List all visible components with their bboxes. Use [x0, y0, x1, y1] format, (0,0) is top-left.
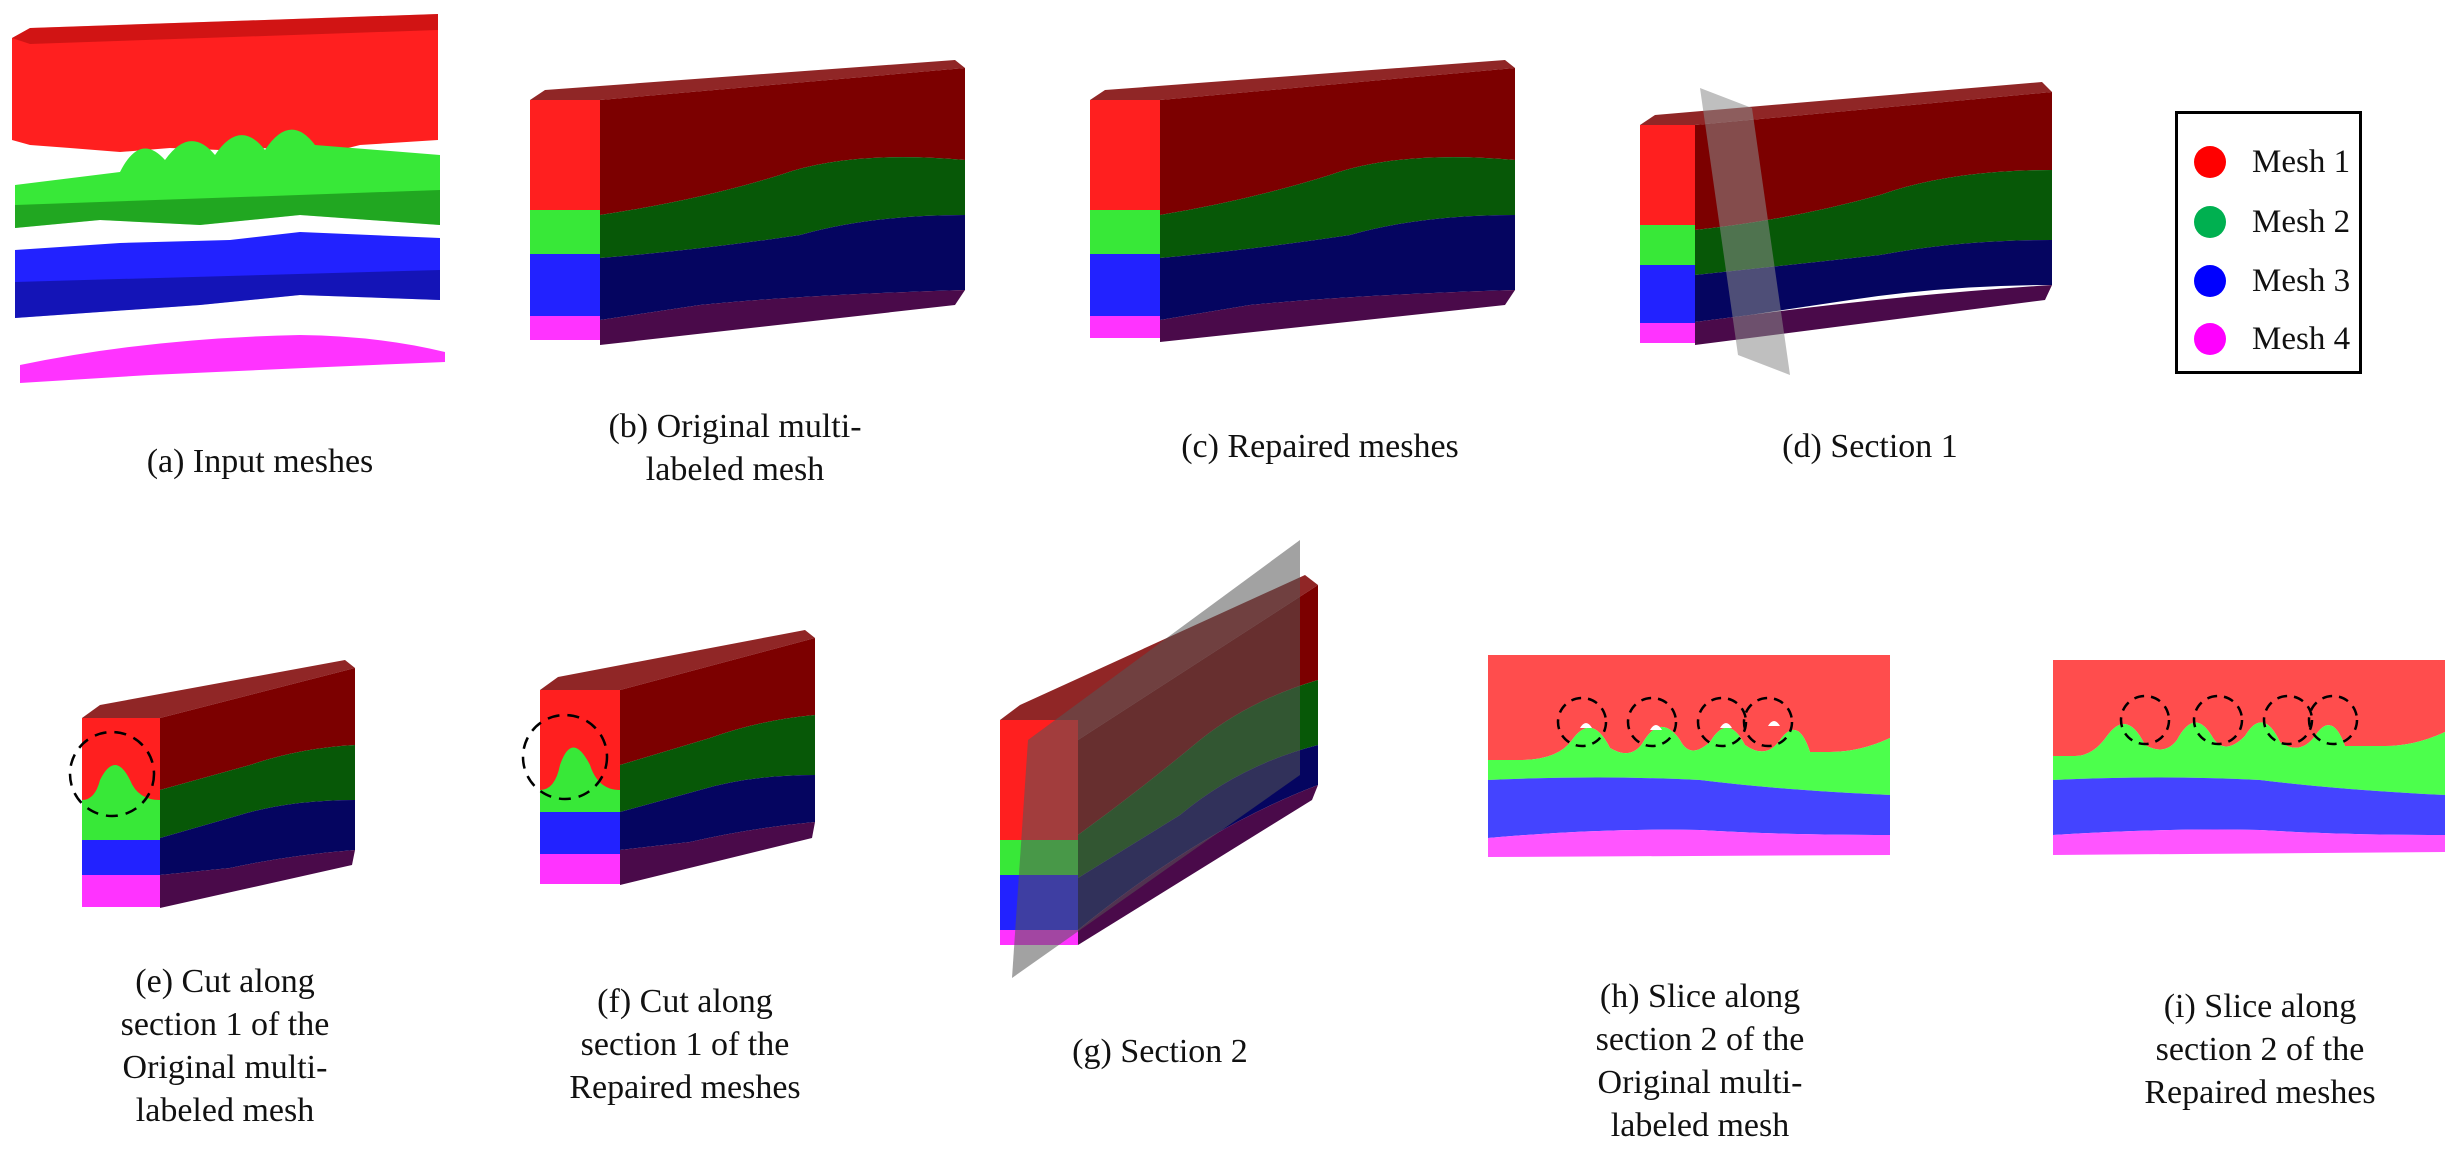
- panel-e-cut-original: [68, 660, 355, 908]
- caption-d: (d) Section 1: [1782, 428, 1958, 465]
- mesh2-front: [530, 210, 600, 254]
- legend-item-mesh-3: Mesh 3: [2194, 261, 2350, 301]
- legend-swatch: [2194, 206, 2226, 238]
- mesh2-slab-shade: [15, 190, 440, 228]
- caption-e: (e) Cut along section 1 of the Original …: [120, 963, 330, 1129]
- slice-mesh1: [1488, 655, 1890, 760]
- legend-swatch: [2194, 323, 2226, 355]
- panel-h-slice-original: [1488, 655, 1890, 857]
- caption-f: (f) Cut along section 1 of the Repaired …: [569, 983, 801, 1106]
- legend-label: Mesh 1: [2252, 143, 2351, 180]
- panel-a-input-meshes: [12, 14, 445, 383]
- panel-b-original-mesh: [530, 60, 965, 345]
- section-plane-2: [1012, 540, 1300, 978]
- defect-circle: [68, 730, 156, 818]
- defect-gaps: [1580, 721, 1780, 730]
- panel-i-slice-repaired: [2053, 660, 2445, 855]
- panel-f-cut-repaired: [521, 630, 815, 885]
- legend-item-mesh-4: Mesh 4: [2194, 319, 2350, 359]
- slice-mesh3: [1488, 777, 1890, 838]
- repair-circle: [521, 713, 609, 801]
- mesh3-slab: [15, 232, 440, 318]
- caption-g: (g) Section 2: [1072, 1033, 1248, 1070]
- mesh1-front: [530, 100, 600, 210]
- caption-a: (a) Input meshes: [146, 443, 374, 480]
- mesh1-slab: [12, 14, 438, 152]
- mesh2-side: [600, 157, 965, 258]
- panel-g-section-2: [1000, 540, 1318, 978]
- section-plane: [1700, 88, 1790, 375]
- caption-b: (b) Original multi- labeled mesh: [608, 408, 862, 488]
- mesh1-slab-top: [12, 14, 438, 44]
- mesh4-slab: [20, 335, 445, 383]
- legend-item-mesh-1: Mesh 1: [2194, 142, 2350, 182]
- defect-circles: [1556, 696, 1794, 748]
- mesh3-slab-shade: [15, 270, 440, 318]
- legend: Mesh 1 Mesh 2 Mesh 3 Mesh 4: [2175, 111, 2362, 374]
- caption-h: (h) Slice along section 2 of the Origina…: [1595, 978, 1805, 1144]
- legend-label: Mesh 4: [2252, 320, 2351, 357]
- legend-item-mesh-2: Mesh 2: [2194, 202, 2350, 242]
- slice-mesh4: [1488, 829, 1890, 857]
- mesh2-slab: [15, 129, 440, 228]
- mesh3-side: [600, 215, 965, 320]
- legend-swatch: [2194, 265, 2226, 297]
- caption-c: (c) Repaired meshes: [1181, 428, 1459, 465]
- mesh3-front: [530, 254, 600, 316]
- slice-mesh2: [1488, 726, 1890, 795]
- panel-c-repaired-meshes: [1090, 60, 1515, 342]
- legend-label: Mesh 2: [2252, 203, 2351, 240]
- mesh1-side: [600, 68, 965, 215]
- top-face: [530, 60, 965, 100]
- mesh4-front: [530, 316, 600, 340]
- panel-d-section-1: [1640, 82, 2052, 375]
- legend-label: Mesh 3: [2252, 262, 2351, 299]
- caption-i: (i) Slice along section 2 of the Repaire…: [2144, 988, 2376, 1111]
- mesh4-side: [600, 290, 965, 345]
- legend-swatch: [2194, 146, 2226, 178]
